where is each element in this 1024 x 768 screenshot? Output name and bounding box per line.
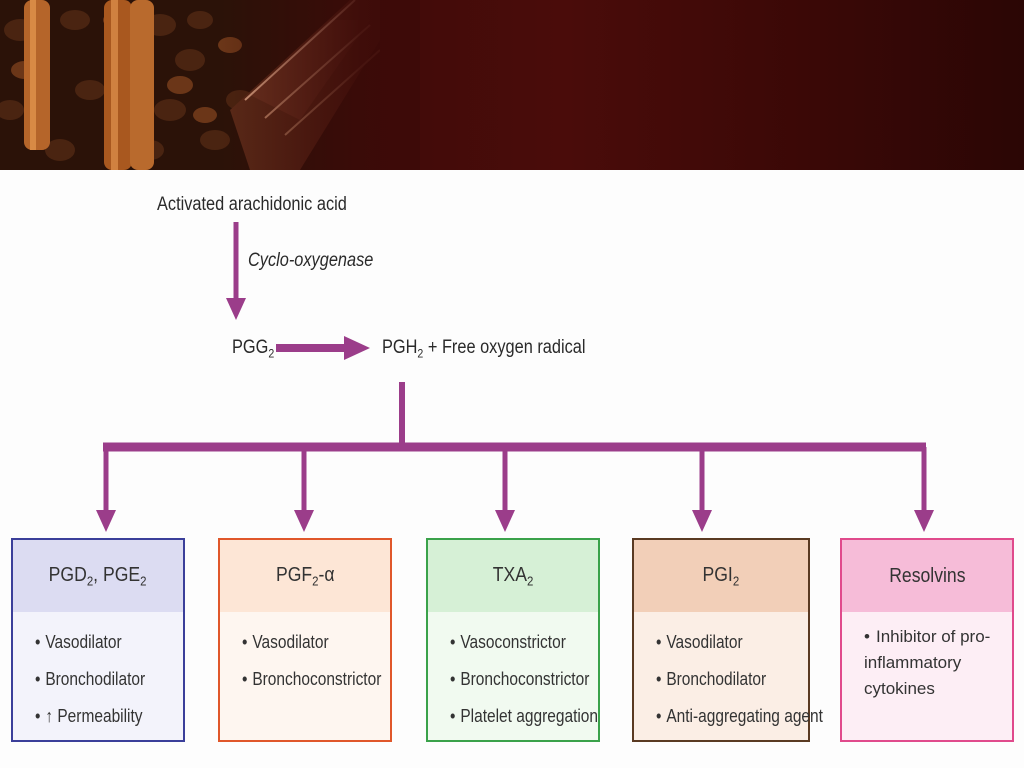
product-box-title: PGI2	[634, 540, 808, 612]
effect-item: •Inhibitor of pro-inflammatory cytokines	[864, 624, 1014, 702]
effect-item: •Bronchoconstrictor	[242, 661, 381, 698]
product-box-title: TXA2	[428, 540, 598, 612]
branch-arrow-head-4	[692, 510, 712, 532]
header-banner	[0, 0, 1024, 170]
product-box-effects: •Vasoconstrictor•Bronchoconstrictor•Plat…	[428, 612, 598, 735]
pgg-to-pgh-arrow-head	[344, 336, 370, 360]
branch-arrow-head-5	[914, 510, 934, 532]
product-box-4: PGI2•Vasodilator•Bronchodilator•Anti-agg…	[632, 538, 823, 742]
product-box-title: PGF2-α	[220, 540, 390, 612]
cox-arrow-head	[226, 298, 246, 320]
pathway-arrows	[96, 222, 934, 532]
branch-arrow-head-2	[294, 510, 314, 532]
effect-item: •Anti-aggregating agent	[656, 698, 823, 735]
branch-arrow-head-3	[495, 510, 515, 532]
effect-item: •Bronchoconstrictor	[450, 661, 589, 698]
product-box-effects: •Vasodilator•Bronchodilator•↑ Permeabili…	[13, 612, 183, 735]
effect-item: •Vasoconstrictor	[450, 624, 569, 661]
bullet-icon: •	[656, 706, 662, 726]
bullet-icon: •	[656, 632, 662, 652]
product-box-effects: •Inhibitor of pro-inflammatory cytokines	[842, 612, 1012, 702]
bullet-icon: •	[656, 669, 662, 689]
bullet-icon: •	[35, 632, 41, 652]
bullet-icon: •	[450, 706, 456, 726]
pgh2-label: PGH2 + Free oxygen radical	[382, 337, 586, 361]
bullet-icon: •	[242, 669, 248, 689]
product-box-5: Resolvins •Inhibitor of pro-inflammatory …	[840, 538, 1014, 742]
effect-item: •Vasodilator	[35, 624, 154, 661]
bullet-icon: •	[450, 632, 456, 652]
pgg2-label: PGG2	[232, 337, 275, 361]
banner-gradient	[220, 0, 420, 170]
prostaglandin-pathway-diagram: Activated arachidonic acid Cyclo-oxygena…	[0, 170, 1024, 768]
effect-item: •↑ Permeability	[35, 698, 154, 735]
product-box-2: PGF2-α•Vasodilator•Bronchoconstrictor	[218, 538, 392, 742]
effect-item: •Vasodilator	[242, 624, 361, 661]
effect-item: •Bronchodilator	[35, 661, 154, 698]
product-box-1: PGD2, PGE2•Vasodilator•Bronchodilator•↑ …	[11, 538, 185, 742]
bullet-icon: •	[864, 627, 870, 646]
effect-item: •Bronchodilator	[656, 661, 778, 698]
bullet-icon: •	[450, 669, 456, 689]
effect-item: •Platelet aggregation	[450, 698, 598, 735]
product-box-title: PGD2, PGE2	[13, 540, 183, 612]
bullet-icon: •	[242, 632, 248, 652]
source-label: Activated arachidonic acid	[157, 194, 347, 215]
arrow-group	[96, 222, 934, 532]
bullet-icon: •	[35, 669, 41, 689]
product-box-3: TXA2•Vasoconstrictor•Bronchoconstrictor•…	[426, 538, 600, 742]
product-box-effects: •Vasodilator•Bronchodilator•Anti-aggrega…	[634, 612, 823, 735]
bullet-icon: •	[35, 706, 41, 726]
branch-arrow-head-1	[96, 510, 116, 532]
effect-item: •Vasodilator	[656, 624, 778, 661]
product-box-effects: •Vasodilator•Bronchoconstrictor	[220, 612, 390, 698]
product-box-title: Resolvins	[842, 540, 1012, 612]
enzyme-label: Cyclo-oxygenase	[248, 250, 374, 271]
